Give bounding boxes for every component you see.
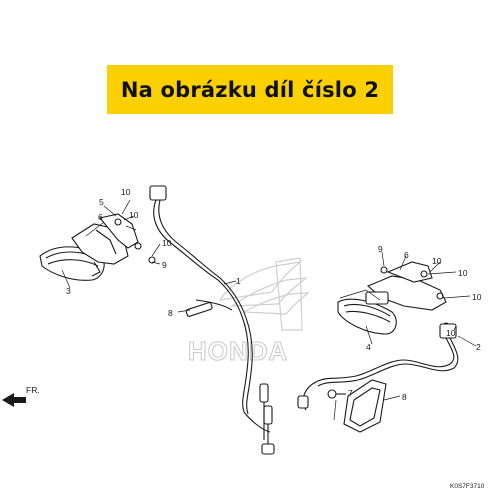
wire-harness-1: [149, 185, 275, 455]
callout-6-left: 6: [98, 212, 103, 222]
callout-8-right: 8: [402, 392, 407, 402]
callout-10-c: 10: [162, 238, 172, 248]
callout-4: 4: [366, 342, 371, 352]
part-number-banner: Na obrázku díl číslo 2: [107, 65, 393, 114]
callout-10-f: 10: [432, 256, 442, 266]
callout-7: 7: [348, 388, 353, 398]
callout-9-right: 9: [378, 244, 383, 254]
callout-8-left: 8: [168, 308, 173, 318]
callout-10-g: 10: [446, 328, 456, 338]
callout-10-d: 10: [458, 268, 468, 278]
honda-wing-watermark: [218, 257, 310, 331]
diagram-code: K0S7F3710: [450, 483, 485, 490]
front-arrow-icon: [2, 393, 26, 407]
callout-1: 1: [236, 276, 241, 286]
callout-5: 5: [99, 197, 104, 207]
front-direction-label: FR.: [26, 385, 40, 395]
callout-10-a: 10: [121, 187, 131, 197]
callout-10-b: 10: [129, 210, 139, 220]
wire-band-8: [343, 379, 387, 433]
left-indicator-assembly: [39, 213, 156, 281]
callout-2: 2: [476, 342, 481, 352]
callout-10-e: 10: [472, 292, 482, 302]
honda-watermark-text: HONDA: [188, 336, 288, 366]
callout-9-left: 9: [162, 260, 167, 270]
wire-band-left: [185, 302, 213, 317]
callout-6: 6: [404, 250, 409, 260]
leader-lines: [61, 199, 477, 421]
right-indicator-assembly: [337, 261, 450, 335]
wire-harness-2: [297, 323, 459, 411]
callout-3: 3: [66, 286, 71, 296]
